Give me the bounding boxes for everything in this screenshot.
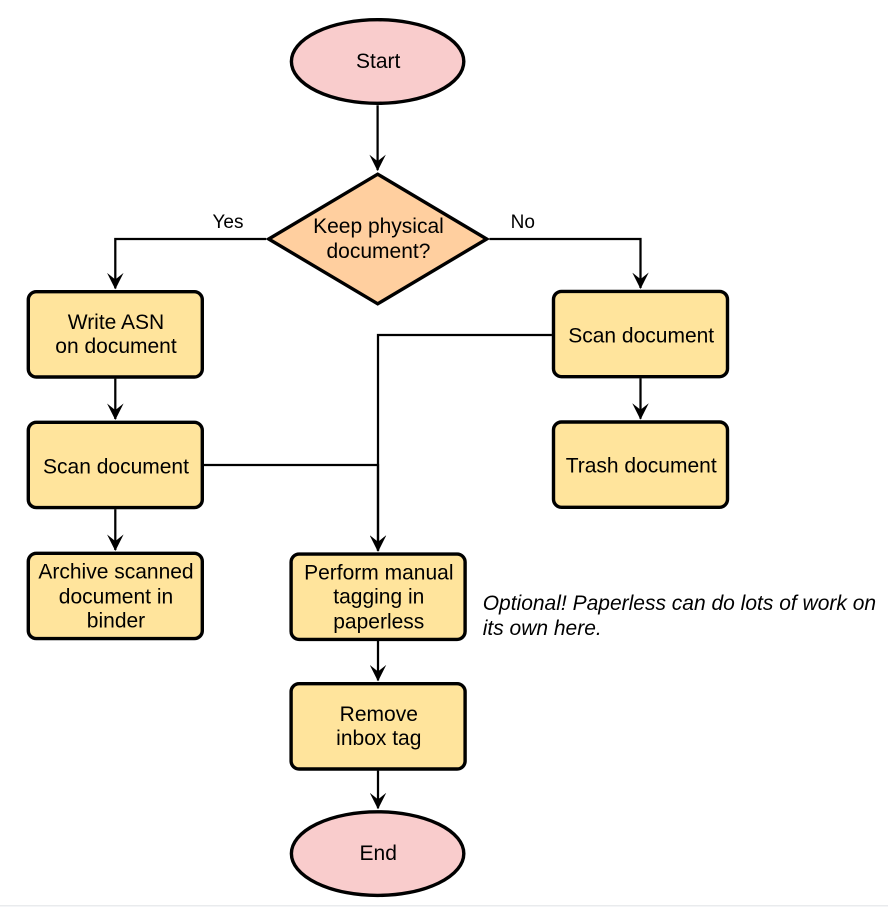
node-write-asn-shape [26,290,204,379]
node-start-label: Start [356,50,401,74]
node-perform-shape [289,552,467,642]
node-trash-label: Trash document [565,454,717,478]
edge-label-yes: Yes [212,211,244,233]
node-trash-shape [551,420,730,510]
node-start-shape [289,18,466,105]
edge-scan-right-to-perform [369,333,552,552]
node-scan-right-label: Scan document [568,324,715,348]
node-archive-shape [26,551,204,641]
node-end-label: End [359,842,397,866]
node-decision-label: Keep physical document? [313,215,444,263]
edge-decision-to-write-asn [107,237,266,290]
node-write-asn-label: Write ASN on document [55,310,177,359]
node-decision-shape [265,172,491,306]
node-archive-label: Archive scanned document in binder [38,560,194,633]
node-end-shape [289,810,466,898]
annotation-text: Optional! Paperless can do lots of work … [482,592,877,640]
node-scan-left-label: Scan document [43,455,189,479]
edge-scan-left-to-perform [203,463,387,552]
edge-label-no: No [510,211,535,233]
node-remove-shape [289,682,467,771]
node-scan-right-shape [551,289,730,379]
node-remove-label: Remove inbox tag [336,702,422,751]
node-scan-left-shape [26,420,204,510]
node-perform-label: Perform manual tagging in paperless [304,560,454,634]
edge-decision-to-scan-right [489,237,649,289]
footer-strip [0,904,888,907]
